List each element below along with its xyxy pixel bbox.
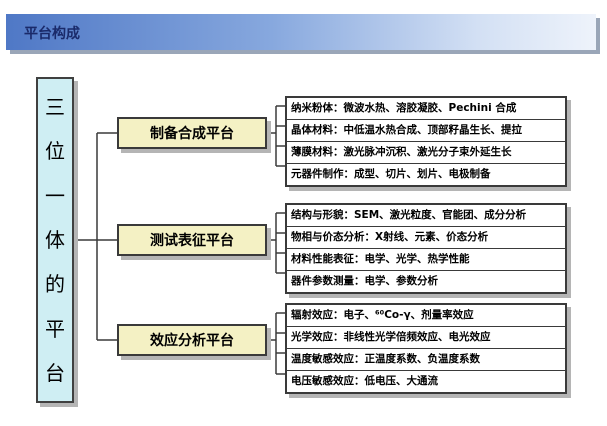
vertical-label-box: 三 位 一 体 的 平 台 xyxy=(36,77,74,403)
vertical-char: 位 xyxy=(45,139,65,164)
page-title: 平台构成 xyxy=(24,26,80,42)
vertical-char: 体 xyxy=(45,227,65,252)
list-item: 结构与形貌：SEM、激光粒度、官能团、成分分析 xyxy=(287,205,565,227)
vertical-char: 台 xyxy=(45,360,65,385)
items-box-effect-analysis: 辐射效应：电子、⁶⁰Co-γ、剂量率效应 光学效应：非线性光学倍频效应、电光效应… xyxy=(285,303,567,394)
list-item: 器件参数测量：电学、参数分析 xyxy=(291,275,438,287)
vertical-char: 一 xyxy=(45,183,65,208)
vertical-char: 平 xyxy=(45,316,65,341)
header-bar: 平台构成 xyxy=(6,14,596,50)
list-item: 电压敏感效应：低电压、大通流 xyxy=(291,375,438,387)
list-item: 晶体材料：中低温水热合成、顶部籽晶生长、提拉 xyxy=(287,120,565,142)
list-item: 温度敏感效应：正温度系数、负温度系数 xyxy=(287,349,565,371)
items-box-characterization: 结构与形貌：SEM、激光粒度、官能团、成分分析 物相与价态分析：X射线、元素、价… xyxy=(285,203,567,294)
category-box-effect-analysis: 效应分析平台 xyxy=(117,324,267,356)
list-item: 薄膜材料：激光脉冲沉积、激光分子束外延生长 xyxy=(287,142,565,164)
list-item: 辐射效应：电子、⁶⁰Co-γ、剂量率效应 xyxy=(287,305,565,327)
items-box-synthesis: 纳米粉体：微波水热、溶胶凝胶、Pechini 合成 晶体材料：中低温水热合成、顶… xyxy=(285,96,567,187)
list-item: 光学效应：非线性光学倍频效应、电光效应 xyxy=(287,327,565,349)
vertical-char: 的 xyxy=(45,272,65,297)
list-item: 物相与价态分析：X射线、元素、价态分析 xyxy=(287,227,565,249)
list-item: 纳米粉体：微波水热、溶胶凝胶、Pechini 合成 xyxy=(287,98,565,120)
list-item: 元器件制作：成型、切片、划片、电极制备 xyxy=(291,168,491,180)
vertical-char: 三 xyxy=(45,95,65,120)
category-box-synthesis: 制备合成平台 xyxy=(117,117,267,149)
category-box-characterization: 测试表征平台 xyxy=(117,224,267,256)
list-item: 材料性能表征：电学、光学、热学性能 xyxy=(287,249,565,271)
